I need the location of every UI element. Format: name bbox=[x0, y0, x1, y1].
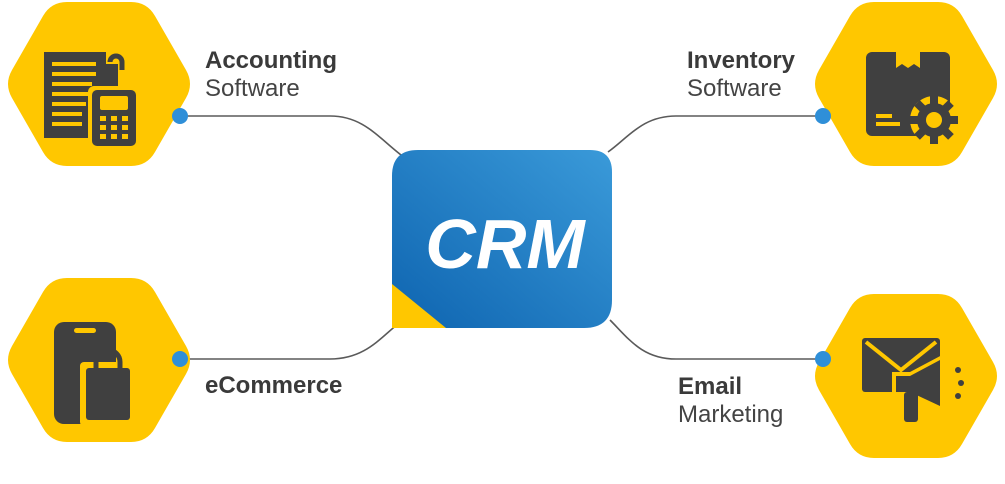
connector-inventory bbox=[607, 115, 823, 153]
inventory-icon bbox=[866, 52, 958, 144]
dot-email bbox=[815, 351, 831, 367]
label-email-title: Email bbox=[678, 373, 743, 400]
dot-accounting bbox=[172, 108, 188, 124]
label-ecommerce-title: eCommerce bbox=[205, 372, 343, 399]
connector-ecommerce bbox=[180, 323, 399, 360]
label-email-subtitle: Marketing bbox=[678, 401, 784, 428]
dot-ecommerce bbox=[172, 351, 188, 367]
label-accounting-subtitle: Software bbox=[205, 75, 300, 102]
label-ecommerce: eCommerce bbox=[205, 372, 342, 400]
shopping-bag-phone-icon bbox=[54, 322, 136, 426]
label-email: Email Marketing bbox=[678, 373, 783, 429]
label-accounting: Accounting Software bbox=[205, 47, 337, 103]
connectors bbox=[180, 115, 823, 360]
label-inventory-subtitle: Software bbox=[687, 75, 782, 102]
label-inventory: Inventory Software bbox=[687, 47, 795, 103]
crm-tile: CRM bbox=[392, 150, 612, 328]
connector-email bbox=[609, 319, 823, 360]
email-megaphone-icon bbox=[862, 338, 964, 422]
accounting-icon bbox=[44, 52, 140, 146]
label-inventory-title: Inventory bbox=[687, 47, 796, 74]
crm-label: CRM bbox=[425, 205, 586, 283]
dot-inventory bbox=[815, 108, 831, 124]
label-accounting-title: Accounting bbox=[205, 47, 337, 74]
connector-accounting bbox=[180, 115, 406, 159]
